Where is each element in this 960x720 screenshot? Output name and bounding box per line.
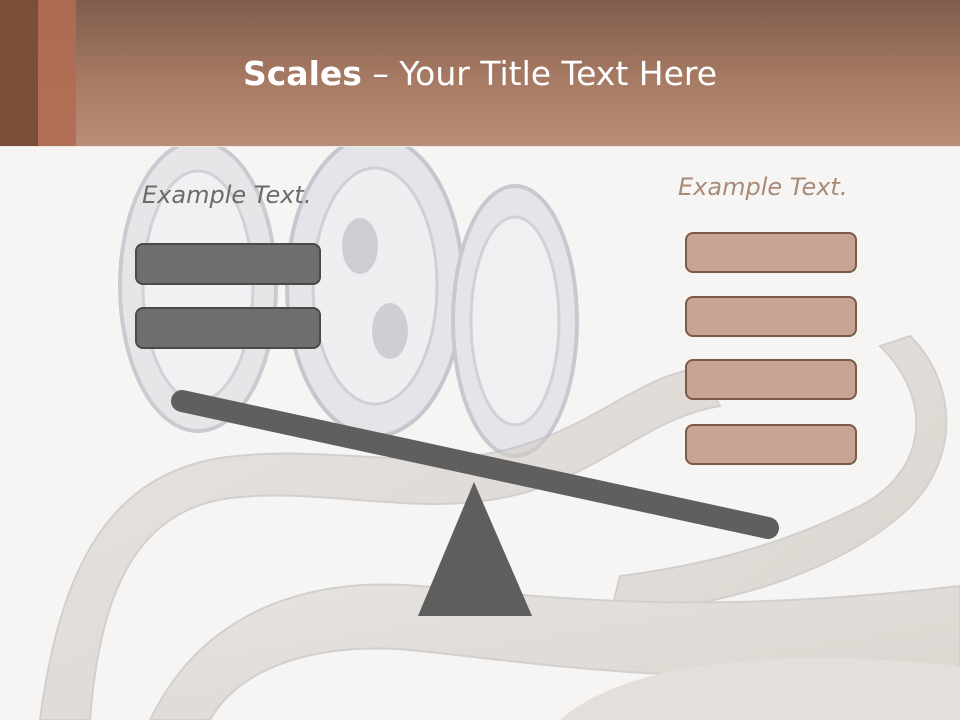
film-reel-background-image (38, 146, 960, 720)
right-text-box-1[interactable] (685, 232, 857, 273)
right-example-text[interactable]: Example Text. (678, 173, 848, 201)
slide-title-rest: – Your Title Text Here (361, 54, 718, 93)
scale-fulcrum (418, 482, 532, 616)
scale-beam (171, 390, 779, 539)
left-text-box-2[interactable] (135, 307, 321, 349)
left-example-text[interactable]: Example Text. (142, 181, 312, 209)
right-text-box-4[interactable] (685, 424, 857, 465)
right-text-box-2[interactable] (685, 296, 857, 337)
title-bar: Scales – Your Title Text Here (0, 0, 960, 147)
slide-title-bold: Scales (242, 54, 362, 93)
header-accent-stripe (0, 0, 38, 146)
slide-title[interactable]: Scales – Your Title Text Here (0, 52, 960, 96)
right-text-box-3[interactable] (685, 359, 857, 400)
header-accent-stripe (38, 0, 76, 146)
left-text-box-1[interactable] (135, 243, 321, 285)
